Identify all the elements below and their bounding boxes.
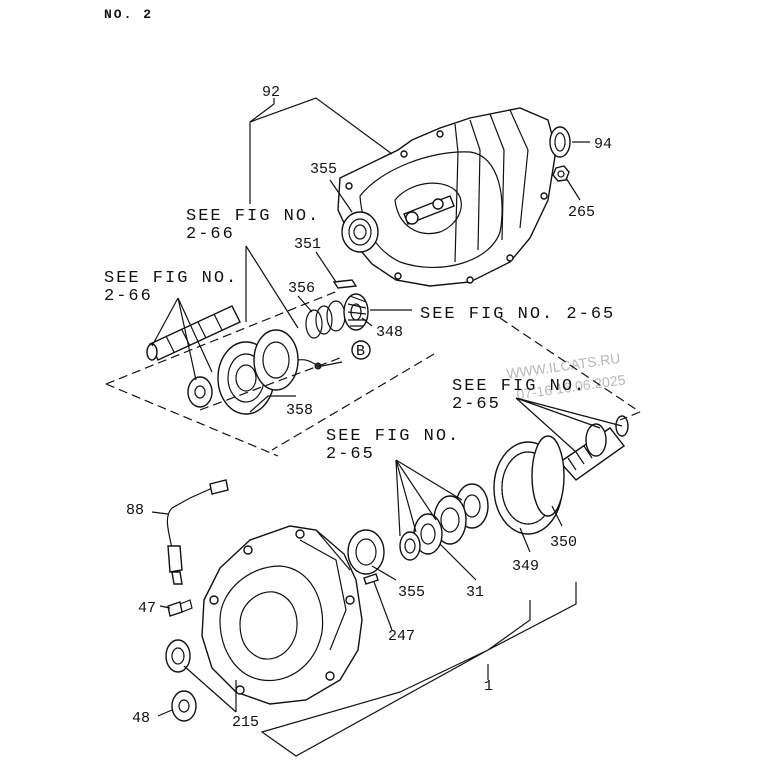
washer-48 — [171, 690, 197, 722]
callout-348: 348 — [376, 324, 403, 341]
washer-left — [187, 376, 213, 408]
bearing-355-bottom — [347, 529, 385, 575]
callout-356: 356 — [288, 280, 315, 297]
rear-housing — [201, 525, 363, 705]
callout-358: 358 — [286, 402, 313, 419]
snap-ring-356 — [305, 300, 346, 339]
see-fig-266-a-line2: 2-66 — [186, 225, 235, 244]
nut-265 — [552, 165, 570, 182]
callout-b: B — [356, 343, 365, 360]
flange-bolt-holes — [342, 130, 548, 284]
see-fig-265-c-line1: SEE FIG NO. — [326, 427, 460, 446]
callout-355-bottom: 355 — [398, 584, 425, 601]
output-shaft-assembly — [558, 415, 629, 481]
oil-seal-94 — [549, 126, 571, 158]
input-shaft — [146, 305, 241, 361]
callout-350: 350 — [550, 534, 577, 551]
see-fig-266-a-line1: SEE FIG NO. — [186, 207, 320, 226]
speed-sensor-ring — [253, 329, 343, 391]
front-housing-92 — [337, 107, 557, 287]
gear-348 — [343, 293, 369, 331]
callout-92: 92 — [262, 84, 280, 101]
callout-48: 48 — [132, 710, 150, 727]
callout-265: 265 — [568, 204, 595, 221]
diagram-title: NO. 2 — [104, 7, 153, 22]
planet-carrier-350 — [531, 435, 565, 517]
pin-247 — [363, 573, 379, 585]
callout-31: 31 — [466, 584, 484, 601]
sensor-88 — [166, 479, 229, 585]
see-fig-265-c-line2: 2-65 — [326, 445, 375, 464]
callout-94: 94 — [594, 136, 612, 153]
callout-351: 351 — [294, 236, 321, 253]
part-31-stack — [399, 483, 489, 561]
callout-349: 349 — [512, 558, 539, 575]
callout-247: 247 — [388, 628, 415, 645]
bearing-355-top — [341, 211, 379, 253]
see-fig-266-b-line1: SEE FIG NO. — [104, 269, 238, 288]
see-fig-266-b-line2: 2-66 — [104, 287, 153, 306]
plug-47 — [167, 599, 193, 617]
callout-47: 47 — [138, 600, 156, 617]
see-fig-265-a: SEE FIG NO. 2-65 — [420, 305, 615, 324]
callout-355-top: 355 — [310, 161, 337, 178]
oil-seal-215 — [165, 639, 191, 673]
leader-lines — [151, 97, 623, 757]
callout-88: 88 — [126, 502, 144, 519]
shim-351 — [332, 279, 358, 289]
callout-1: 1 — [484, 678, 493, 695]
callout-215: 215 — [232, 714, 259, 731]
callout-b-circle: B — [351, 340, 371, 360]
reference-dashed-lines — [105, 289, 641, 457]
see-fig-265-b-line1: SEE FIG NO. — [452, 377, 586, 396]
see-fig-265-b-line2: 2-65 — [452, 395, 501, 414]
